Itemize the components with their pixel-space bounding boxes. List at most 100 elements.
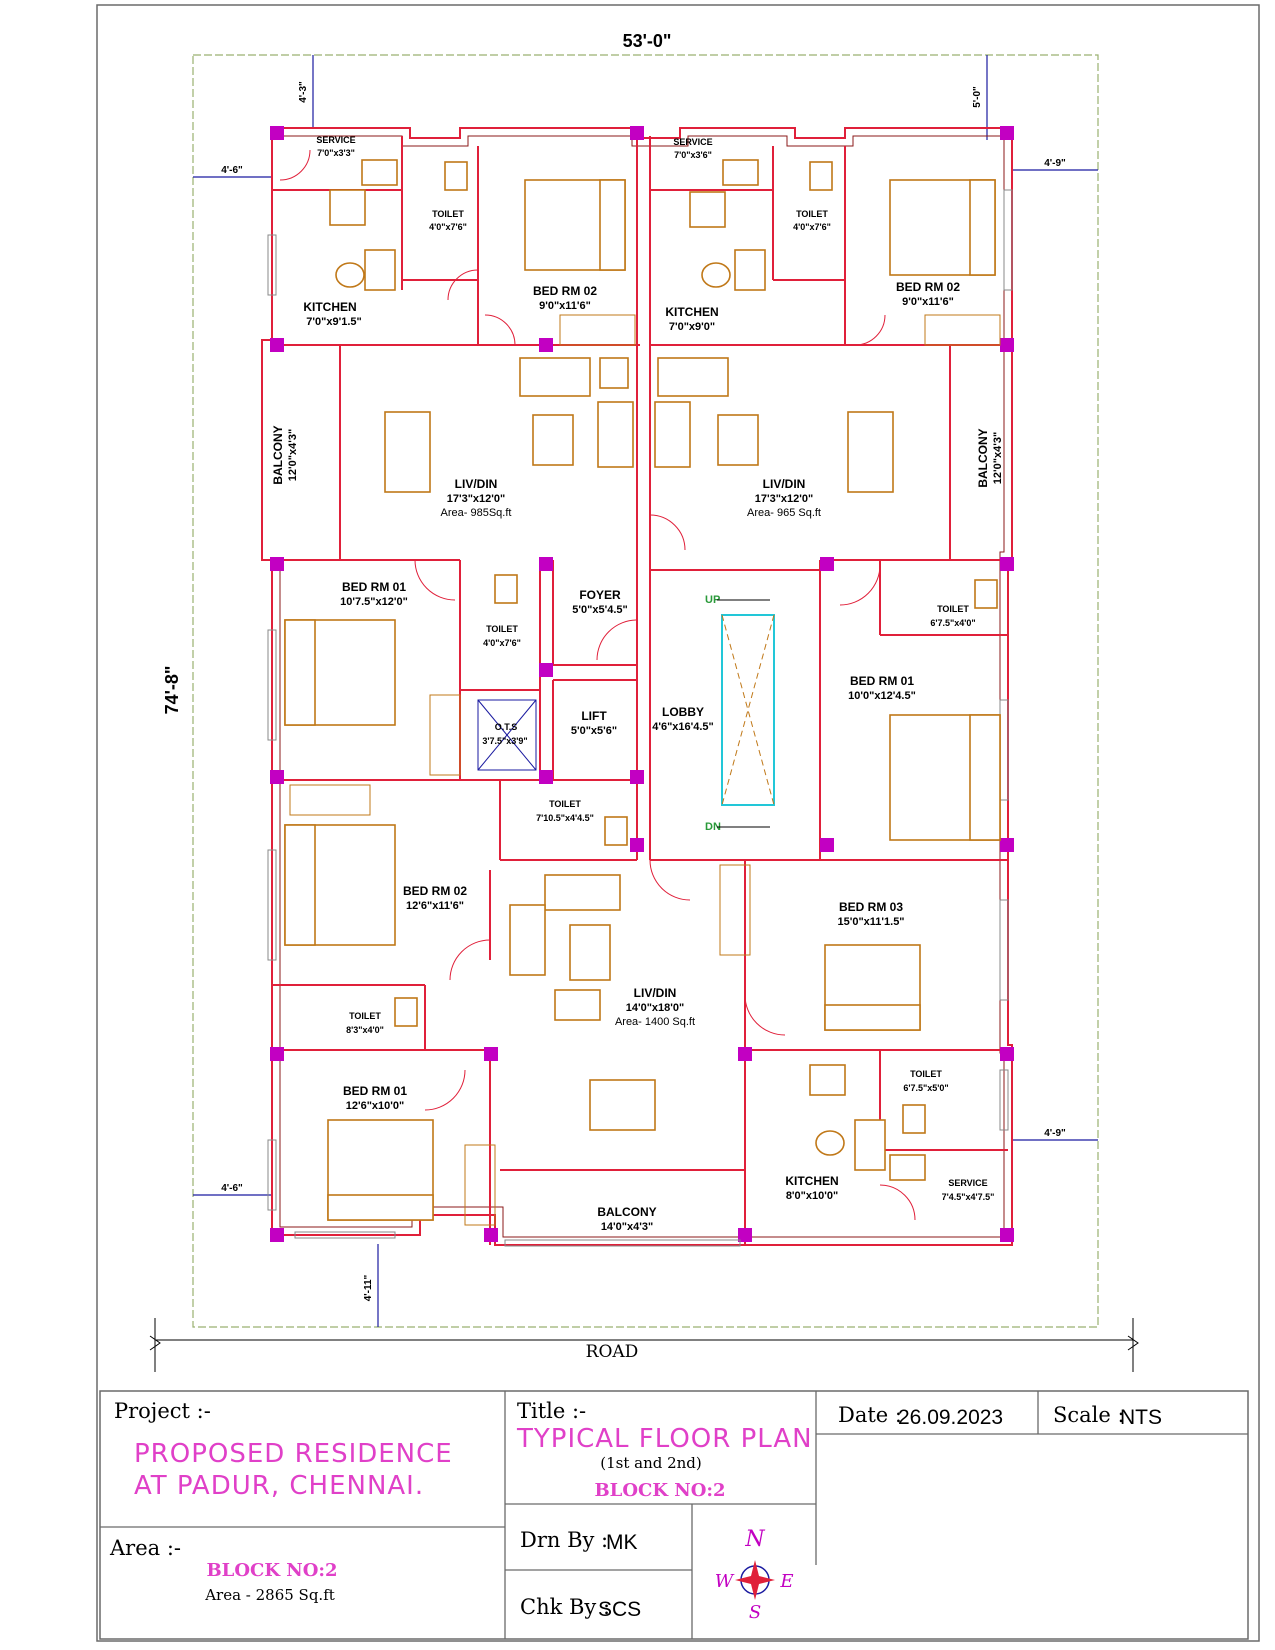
kitchen-b-size: 7'0"x9'0" [669,321,715,333]
bed02-b-name: BED RM 02 [896,280,960,294]
lift-name: LIFT [581,709,607,723]
bed02-c-size: 12'6"x11'6" [406,900,464,912]
toilet-d-name: TOILET [937,604,969,614]
balcony-a-size: 12'0"x4'3" [287,429,299,481]
ots-size: 3'7.5"x3'9" [482,736,527,746]
setback-dimensions: 4'-3" 5'-0" 4'-6" 4'-9" 4'-6" 4'-9" 4'-1… [193,55,1098,1327]
setback-left-top: 4'-6" [221,165,243,176]
date-label: Date : [838,1403,902,1427]
bed03-name: BED RM 03 [839,900,903,914]
toilet-f-size: 8'3"x4'0" [346,1025,384,1035]
service-b-name: SERVICE [673,137,712,147]
livdin-b-size: 17'3"x12'0" [755,493,814,505]
service-a-name: SERVICE [316,135,355,145]
stair-up-label: UP [705,594,720,606]
kitchen-a-size: 7'0"x9'1.5" [306,316,361,328]
plot-depth-dim: 74'-8" [162,666,182,715]
lift-size: 5'0"x5'6" [571,725,617,737]
setback-top-left: 4'-3" [298,81,309,103]
bed01-a-name: BED RM 01 [342,580,406,594]
bed01-b-name: BED RM 01 [850,674,914,688]
kitchen-c-name: KITCHEN [785,1174,838,1188]
livdin-c-name: LIV/DIN [634,986,677,1000]
kitchen-c-size: 8'0"x10'0" [786,1190,838,1202]
bed02-a-size: 9'0"x11'6" [539,300,591,312]
compass-n: N [744,1527,765,1552]
balcony-c-size: 14'0"x4'3" [601,1221,653,1233]
bed02-c-name: BED RM 02 [403,884,467,898]
title-sub: (1st and 2nd) [600,1454,702,1472]
livdin-a-area: Area- 985Sq.ft [441,507,512,519]
north-compass-icon: N S E W [715,1527,794,1623]
livdin-c-area: Area- 1400 Sq.ft [615,1016,695,1028]
service-c-size: 7'4.5"x4'7.5" [942,1192,995,1202]
toilet-e-size: 7'10.5"x4'4.5" [536,813,594,823]
compass-w: W [715,1571,735,1592]
project-label: Project :- [114,1399,211,1423]
date-value: 26.09.2023 [898,1406,1003,1429]
ots-name: O.T.S [495,722,518,732]
chk-value: SCS [598,1598,641,1621]
scale-label: Scale : [1053,1403,1125,1427]
columns [270,126,1014,1242]
compass-s: S [749,1602,761,1623]
livdin-a-size: 17'3"x12'0" [447,493,506,505]
setback-bottom: 4'-11" [363,1274,374,1301]
toilet-a-name: TOILET [432,209,464,219]
area-value: Area - 2865 Sq.ft [204,1586,335,1604]
road: ROAD [149,1318,1139,1372]
road-label: ROAD [586,1342,639,1362]
title-main: TYPICAL FLOOR PLAN [516,1424,813,1454]
service-b-size: 7'0"x3'6" [674,150,712,160]
chk-label: Chk By : [520,1595,610,1619]
livdin-b-name: LIV/DIN [763,477,806,491]
toilet-g-size: 6'7.5"x5'0" [903,1083,948,1093]
livdin-c-size: 14'0"x18'0" [626,1002,685,1014]
kitchen-a-name: KITCHEN [303,300,356,314]
toilet-g-name: TOILET [910,1069,942,1079]
toilet-c-name: TOILET [486,624,518,634]
service-c-name: SERVICE [948,1178,987,1188]
setback-right-top: 4'-9" [1044,158,1066,169]
livdin-a-name: LIV/DIN [455,477,498,491]
balcony-c-name: BALCONY [597,1205,656,1219]
toilet-a-size: 4'0"x7'6" [429,222,467,232]
drn-label: Drn By : [520,1528,608,1552]
title-block-no: BLOCK NO:2 [594,1480,725,1501]
foyer-name: FOYER [579,588,621,602]
compass-e: E [779,1571,793,1592]
bed01-b-size: 10'0"x12'4.5" [848,690,916,702]
room-labels: SERVICE 7'0"x3'3" TOILET 4'0"x7'6" KITCH… [271,135,1004,1233]
setback-left-bottom: 4'-6" [221,1183,243,1194]
lobby-size: 4'6"x16'4.5" [652,721,714,733]
toilet-d-size: 6'7.5"x4'0" [930,618,975,628]
lobby-name: LOBBY [662,705,704,719]
bed01-a-size: 10'7.5"x12'0" [340,596,408,608]
foyer-size: 5'0"x5'4.5" [572,604,627,616]
bed03-size: 15'0"x11'1.5" [837,916,904,928]
toilet-b-name: TOILET [796,209,828,219]
livdin-b-area: Area- 965 Sq.ft [747,507,821,519]
setback-right-bottom: 4'-9" [1044,1128,1066,1139]
toilet-e-name: TOILET [549,799,581,809]
balcony-b-size: 12'0"x4'3" [992,432,1004,484]
furniture [284,159,1001,1226]
bed01-c-size: 12'6"x10'0" [346,1100,405,1112]
scale-value: NTS [1120,1406,1162,1429]
balcony-a-name: BALCONY [271,425,285,484]
toilet-f-name: TOILET [349,1011,381,1021]
toilet-c-size: 4'0"x7'6" [483,638,521,648]
bed01-c-name: BED RM 01 [343,1084,407,1098]
service-a-size: 7'0"x3'3" [317,148,355,158]
title-block: Project :- PROPOSED RESIDENCE AT PADUR, … [99,1390,1249,1640]
area-label: Area :- [109,1536,181,1560]
area-block-no: BLOCK NO:2 [206,1560,337,1581]
project-line1: PROPOSED RESIDENCE [134,1439,453,1469]
drn-value: MK [606,1531,638,1554]
kitchen-b-name: KITCHEN [665,305,718,319]
doors [279,149,916,1221]
toilet-b-size: 4'0"x7'6" [793,222,831,232]
bed02-b-size: 9'0"x11'6" [902,296,954,308]
balcony-b-name: BALCONY [976,428,990,487]
plot-width-dim: 53'-0" [623,31,672,51]
